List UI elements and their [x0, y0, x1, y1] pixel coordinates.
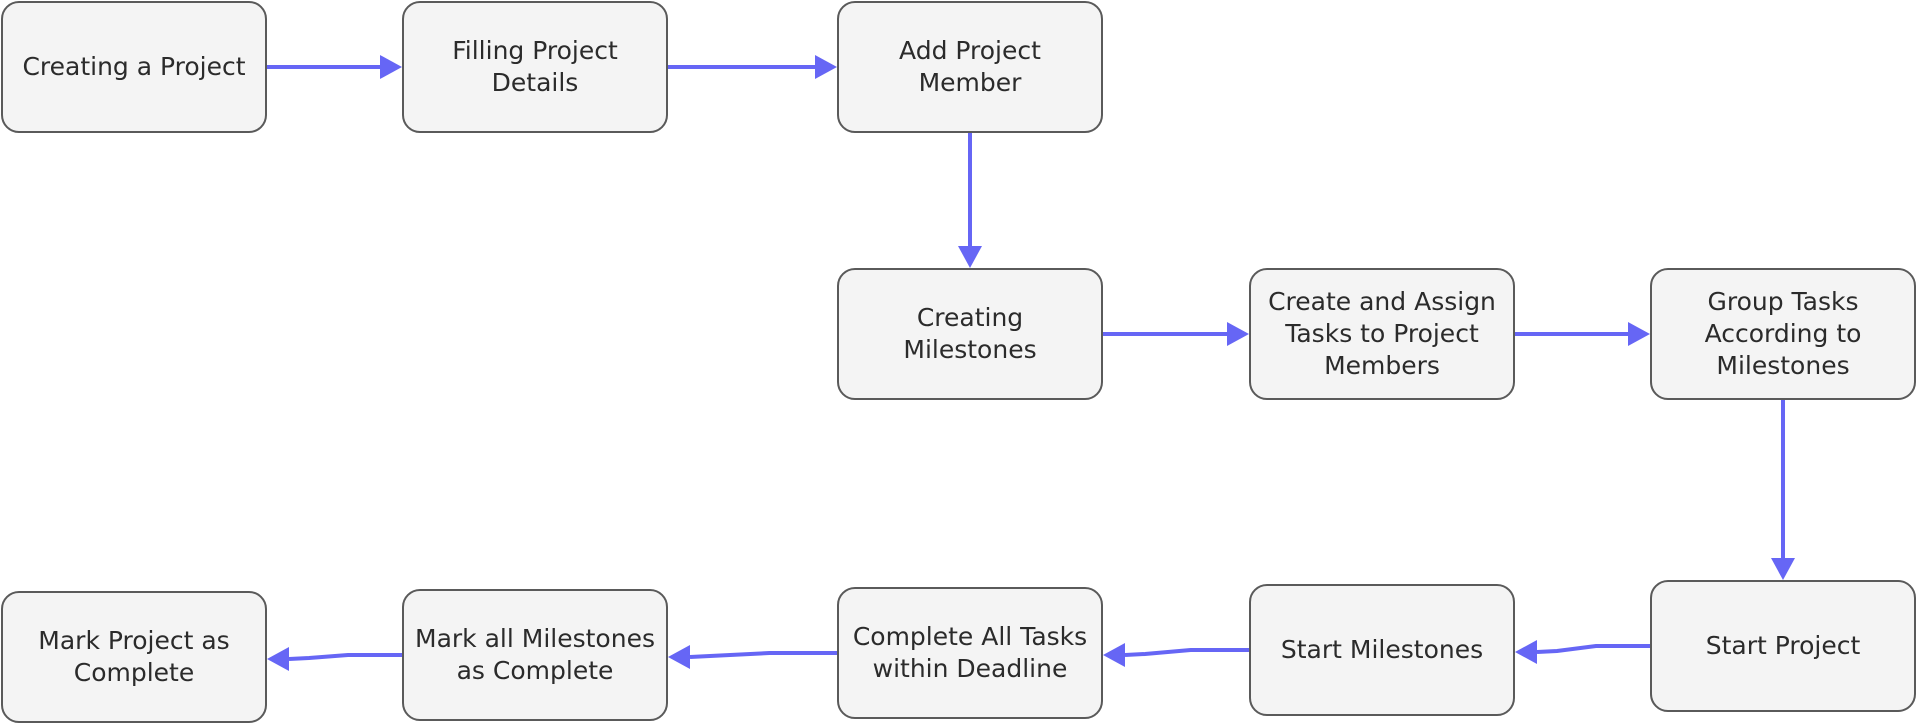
arrow-n6-n7 [1771, 400, 1795, 580]
arrow-n10-n11 [267, 647, 402, 671]
arrow-n9-n10 [668, 645, 837, 669]
arrow-n2-n3 [668, 55, 837, 79]
arrowhead [958, 246, 982, 268]
step-label: Filling Project Details [452, 36, 618, 97]
step-label: Start Project [1705, 631, 1861, 660]
arrow-n7-n8 [1515, 640, 1650, 664]
arrow-line [1124, 648, 1249, 657]
step-label: Start Milestones [1280, 635, 1484, 664]
step-creating-project: Creating a Project [1, 1, 267, 133]
step-creating-milestones: Creating Milestones [837, 268, 1103, 400]
step-start-milestones: Start Milestones [1249, 584, 1515, 716]
arrowhead [267, 647, 289, 671]
step-label: Mark all Milestones as Complete [415, 624, 655, 685]
step-filling-project-details: Filling Project Details [402, 1, 668, 133]
step-label: Complete All Tasks within Deadline [852, 622, 1088, 683]
step-label: Creating Milestones [903, 303, 1037, 364]
step-group-tasks: Group Tasks According to Milestones [1650, 268, 1916, 400]
arrowhead [1227, 322, 1249, 346]
arrow-n4-n5 [1103, 322, 1249, 346]
step-label: Creating a Project [22, 52, 246, 81]
step-start-project: Start Project [1650, 580, 1916, 712]
arrowhead [815, 55, 837, 79]
arrow-n8-n9 [1103, 643, 1249, 667]
arrow-line [288, 653, 402, 661]
step-label: Create and Assign Tasks to Project Membe… [1268, 287, 1496, 380]
arrowhead [1771, 558, 1795, 580]
arrowhead [668, 645, 690, 669]
arrow-line [1536, 644, 1650, 654]
step-label: Add Project Member [899, 36, 1041, 97]
step-create-assign-tasks: Create and Assign Tasks to Project Membe… [1249, 268, 1515, 400]
step-mark-milestones-complete: Mark all Milestones as Complete [402, 589, 668, 721]
arrow-n3-n4 [958, 133, 982, 268]
arrow-n5-n6 [1515, 322, 1650, 346]
arrow-line [689, 651, 837, 659]
step-add-project-member: Add Project Member [837, 1, 1103, 133]
arrow-n1-n2 [267, 55, 402, 79]
step-complete-all-tasks: Complete All Tasks within Deadline [837, 587, 1103, 719]
arrowhead [1103, 643, 1125, 667]
arrowhead [380, 55, 402, 79]
step-mark-project-complete: Mark Project as Complete [1, 591, 267, 723]
step-label: Mark Project as Complete [38, 626, 230, 687]
step-label: Group Tasks According to Milestones [1704, 287, 1862, 380]
arrowhead [1515, 640, 1537, 664]
arrowhead [1628, 322, 1650, 346]
